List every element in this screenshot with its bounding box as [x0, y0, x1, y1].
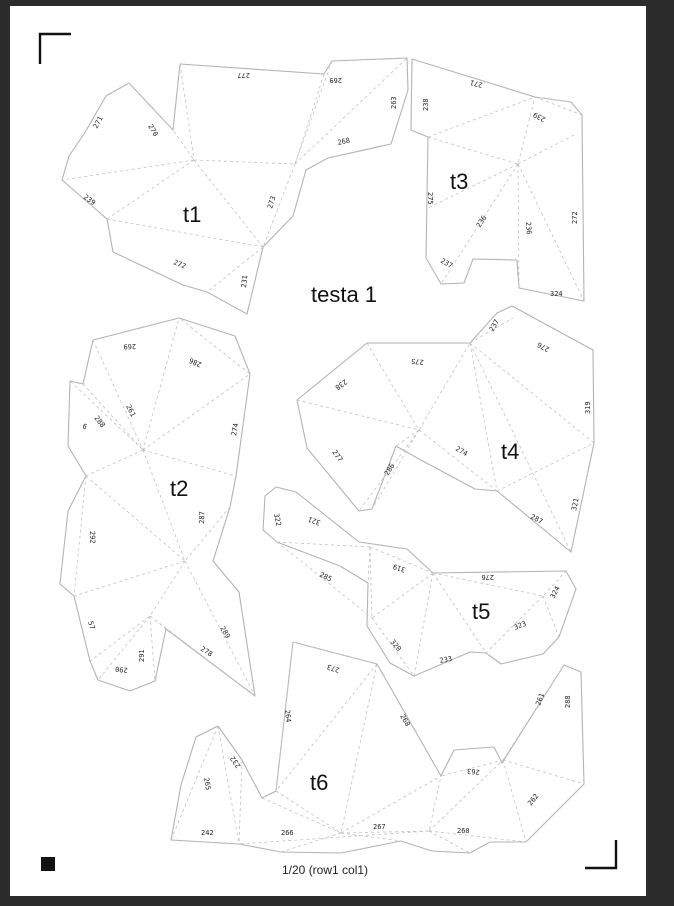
edge-label: 268 — [398, 713, 411, 728]
edge-label: 286 — [188, 356, 203, 368]
edge-label: 238 — [422, 98, 430, 111]
edge-label: 268 — [337, 136, 351, 146]
edge-label: 274 — [230, 422, 240, 436]
piece-t6: 273 264 268 261 288 232 265 263 262 242 … — [170, 641, 585, 854]
edge-label: 272 — [172, 258, 187, 270]
edge-label: 278 — [199, 645, 214, 658]
edge-label: 231 — [240, 275, 249, 288]
edge-label: 276 — [481, 573, 494, 581]
piece-label: t4 — [501, 439, 519, 464]
edge-label: 287 — [198, 511, 206, 524]
edge-label: 263 — [467, 767, 480, 776]
crop-mark-top-left — [38, 32, 71, 64]
edge-label: 322 — [272, 513, 282, 527]
edge-label: 262 — [526, 792, 540, 807]
edge-label: 292 — [88, 531, 96, 544]
edge-label: 269 — [329, 76, 342, 84]
edge-label: 324 — [550, 290, 563, 298]
edge-label: 288 — [92, 414, 106, 429]
edge-label: 238 — [334, 377, 349, 391]
piece-t4: 275 237 276 238 319 277 286 274 321 287 … — [296, 305, 595, 553]
edge-label: 321 — [307, 515, 322, 527]
edge-label: 273 — [266, 195, 277, 209]
edge-label: 289 — [218, 625, 231, 640]
registration-square — [41, 857, 55, 871]
edge-label: 275 — [426, 192, 434, 205]
edge-label: 242 — [201, 829, 214, 837]
edge-label: 236 — [475, 214, 488, 229]
edge-label: 291 — [138, 649, 146, 662]
edge-label: 237 — [439, 257, 454, 270]
edge-label: 275 — [411, 357, 424, 366]
edge-label: 6 — [81, 422, 88, 431]
edge-label: 232 — [229, 754, 243, 769]
edge-label: 264 — [283, 709, 292, 722]
edge-label: 239 — [82, 193, 97, 207]
edge-label: 324 — [549, 585, 562, 600]
pattern-sheet: 271 270 277 269 263 268 239 273 272 231 … — [10, 6, 646, 896]
piece-label: t3 — [450, 169, 468, 194]
edge-label: 57 — [86, 620, 96, 630]
edge-label: 286 — [383, 462, 396, 477]
edge-label: 273 — [326, 663, 340, 674]
edge-label: 274 — [454, 445, 469, 458]
piece-t3: 238 271 239 275 236 236 272 237 324 t3 — [410, 58, 585, 302]
edge-label: 263 — [390, 96, 398, 109]
edge-label: 290 — [115, 665, 128, 674]
piece-label: t5 — [472, 599, 490, 624]
papercraft-pattern: 271 270 277 269 263 268 239 273 272 231 … — [38, 32, 618, 877]
piece-t5: 322 321 319 276 285 324 323 320 233 t5 — [262, 486, 577, 677]
edge-label: 261 — [124, 403, 137, 418]
edge-label: 323 — [513, 620, 528, 632]
crop-mark-bottom-right — [585, 840, 618, 870]
edge-label: 266 — [281, 829, 294, 837]
piece-t2: 269 286 261 288 6 274 292 287 57 291 290… — [59, 317, 256, 697]
edge-label: 277 — [237, 71, 250, 79]
piece-t1: 271 270 277 269 263 268 239 273 272 231 … — [61, 57, 409, 315]
piece-label: t6 — [310, 770, 328, 795]
edge-label: 270 — [146, 123, 159, 138]
edge-label: 272 — [571, 211, 579, 224]
document-title: testa 1 — [311, 282, 377, 307]
edge-label: 321 — [570, 497, 580, 511]
edge-label: 236 — [524, 222, 533, 235]
edge-label: 320 — [388, 638, 402, 653]
edge-label: 265 — [202, 777, 212, 791]
edge-label: 319 — [584, 401, 592, 414]
edge-label: 260 — [457, 827, 470, 835]
piece-label: t1 — [183, 202, 201, 227]
edge-label: 277 — [330, 449, 344, 464]
edge-label: 288 — [564, 695, 572, 708]
edge-label: 233 — [439, 655, 453, 665]
piece-label: t2 — [170, 476, 188, 501]
page-footer: 1/20 (row1 col1) — [282, 863, 368, 877]
edge-label: 261 — [534, 692, 546, 707]
edge-label: 239 — [532, 110, 547, 123]
edge-label: 271 — [469, 78, 483, 89]
edge-label: 319 — [392, 562, 407, 574]
edge-label: 269 — [123, 342, 136, 350]
edge-label: 276 — [536, 340, 551, 353]
edge-label: 285 — [318, 571, 333, 584]
edge-label: 267 — [373, 823, 386, 831]
